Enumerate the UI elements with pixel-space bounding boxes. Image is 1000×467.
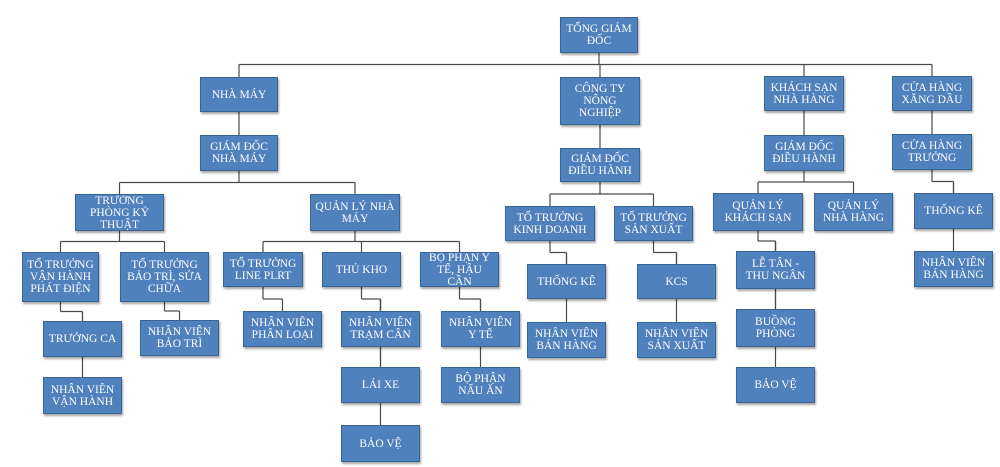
node-bao-ve-khach-san: BẢO VỆ [736,367,815,403]
node-to-truong-line-plrt: TỔ TRƯỞNG LINE PLRT [223,252,303,287]
node-lai-xe: LÁI XE [341,367,420,403]
node-bo-phan-y-te-hau-can: BỘ PHẬN Y TẾ, HẬU CẦN [420,252,499,287]
node-cua-hang-xang-dau: CỬA HÀNG XĂNG DẦU [892,76,972,111]
node-khach-san-nha-hang: KHÁCH SẠN NHÀ HÀNG [764,76,844,111]
node-bao-ve-nha-may: BẢO VỆ [341,425,420,462]
node-nhan-vien-san-xuat: NHÂN VIÊN SẢN XUẤT [637,322,716,358]
node-quan-ly-nha-hang: QUẢN LÝ NHÀ HÀNG [814,193,893,231]
node-nhan-vien-van-hanh: NHÂN VIÊN VẬN HÀNH [43,377,122,414]
node-to-truong-kinh-doanh: TỔ TRƯỞNG KINH DOANH [505,206,595,241]
node-le-tan-thu-ngan: LỄ TÂN - THU NGÂN [736,251,815,289]
node-nhan-vien-y-te: NHÂN VIÊN Y TẾ [441,311,520,347]
node-truong-phong-ky-thuat: TRƯỞNG PHÒNG KỸ THUẬT [75,194,164,231]
node-nhan-vien-ban-hang-cua-hang: NHÂN VIÊN BÁN HÀNG [914,251,993,287]
node-to-truong-bao-tri-sua-chua: TỔ TRƯỞNG BẢO TRÌ, SỬA CHỮA [120,252,209,302]
node-to-truong-san-xuat: TỔ TRƯỞNG SẢN XUẤT [614,206,693,241]
node-buong-phong: BUỒNG PHÒNG [736,309,815,347]
node-cong-ty-nong-nghiep: CÔNG TY NÔNG NGHIỆP [560,77,640,125]
node-giam-doc-nha-may: GIÁM ĐỐC NHÀ MÁY [200,135,278,171]
node-cua-hang-truong: CỬA HÀNG TRƯỞNG [892,134,972,170]
node-quan-ly-nha-may: QUẢN LÝ NHÀ MÁY [310,194,400,231]
node-nhan-vien-ban-hang-kinh-doanh: NHÂN VIÊN BÁN HÀNG [527,322,606,358]
node-giam-doc-dieu-hanh-khach-san: GIÁM ĐỐC ĐIỀU HÀNH [764,135,844,171]
node-nha-may: NHÀ MÁY [200,77,278,112]
node-quan-ly-khach-san: QUẢN LÝ KHÁCH SẠN [713,193,803,231]
node-nhan-vien-tram-can: NHÂN VIÊN TRẠM CÂN [341,311,420,347]
node-nhan-vien-phan-loai: NHÂN VIÊN PHÂN LOẠI [243,311,322,347]
node-thong-ke-kinh-doanh: THỐNG KÊ [527,264,606,299]
node-truong-ca: TRƯỞNG CA [43,321,122,357]
node-thu-kho: THỦ KHO [322,252,401,287]
node-bo-phan-nau-an: BỘ PHẬN NẤU ĂN [441,367,520,403]
node-giam-doc-dieu-hanh-cong-ty: GIÁM ĐỐC ĐIỀU HÀNH [560,148,640,182]
node-nhan-vien-bao-tri: NHÂN VIÊN BẢO TRÌ [140,320,219,356]
node-to-truong-van-hanh-phat-dien: TỔ TRƯỞNG VẬN HÀNH PHÁT ĐIỆN [22,252,99,302]
node-tong-giam-doc: TỔNG GIÁM ĐỐC [560,17,638,53]
node-kcs: KCS [637,264,716,299]
node-thong-ke-cua-hang: THỐNG KÊ [914,193,993,229]
